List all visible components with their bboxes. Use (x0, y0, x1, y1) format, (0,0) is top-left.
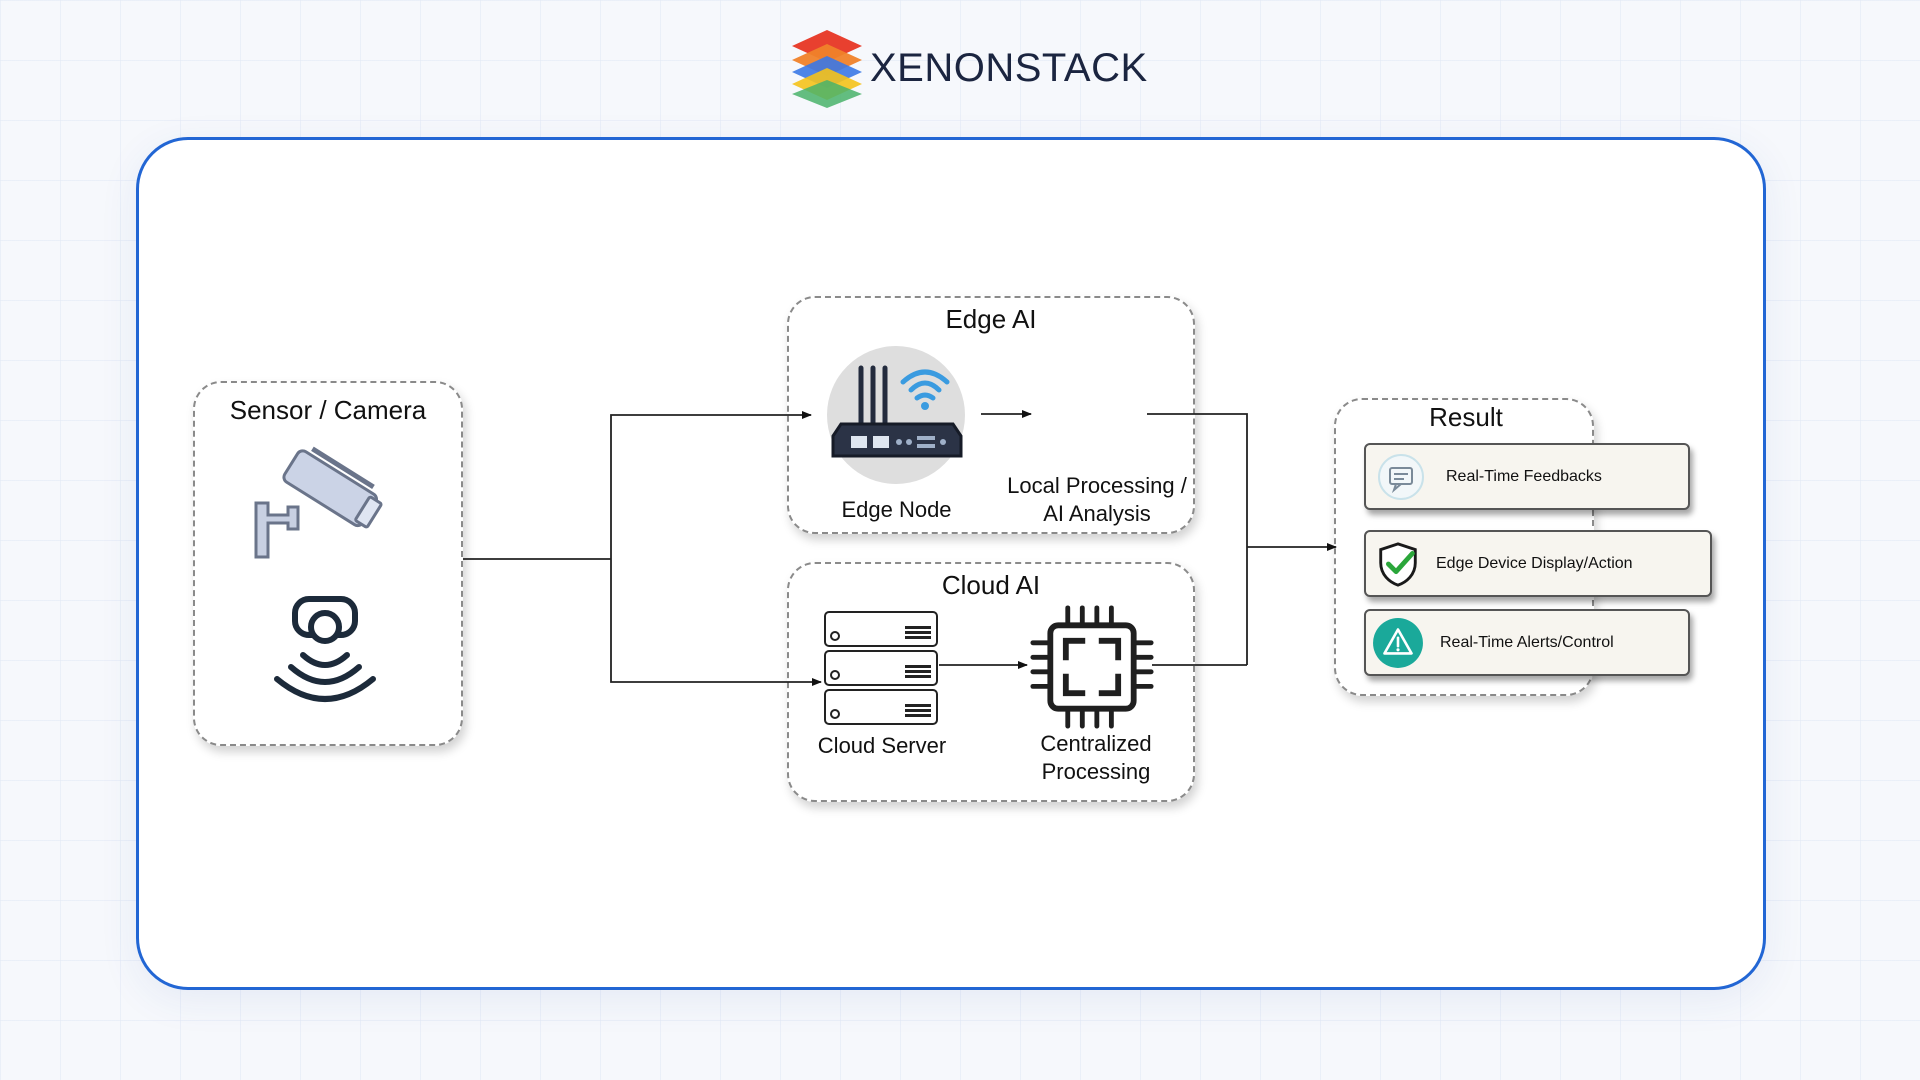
local-processing-line1: Local Processing / (1007, 473, 1187, 498)
warning-icon (1373, 617, 1423, 668)
result-item-label: Real-Time Alerts/Control (1440, 633, 1614, 651)
cloud-ai-group: Cloud AI Cloud Server Centralized Proces… (787, 562, 1195, 802)
result-item-label: Real-Time Feedbacks (1446, 467, 1602, 485)
result-item-display-action: Edge Device Display/Action (1364, 530, 1712, 597)
edge-ai-title: Edge AI (945, 304, 1037, 334)
feedback-icon (1378, 453, 1424, 500)
edge-node-label: Edge Node (841, 497, 952, 522)
motion-sensor-icon (274, 596, 376, 702)
cloud-server-icon (824, 611, 938, 725)
local-processing-line2: AI Analysis (1043, 501, 1151, 526)
local-processing-label: Local Processing / AI Analysis (997, 472, 1197, 528)
result-item-label: Edge Device Display/Action (1436, 554, 1633, 572)
edge-ai-group: Edge AI Edge Node Local Processing / AI … (787, 296, 1195, 534)
result-title: Result (1429, 402, 1503, 432)
sensor-camera-title: Sensor / Camera (229, 395, 427, 425)
result-item-alerts-control: Real-Time Alerts/Control (1364, 609, 1690, 676)
result-item-feedbacks: Real-Time Feedbacks (1364, 443, 1690, 510)
brand-logo: XENONSTACK (788, 26, 1148, 110)
cpu-chip-icon (1030, 605, 1154, 729)
cloud-ai-title: Cloud AI (941, 570, 1041, 600)
centralized-processing-line2: Processing (1041, 759, 1151, 784)
centralized-processing-label: Centralized Processing (1011, 730, 1181, 786)
centralized-processing-line1: Centralized (1040, 731, 1152, 756)
security-camera-icon (254, 446, 383, 559)
edge-node-icon-bg (827, 346, 965, 484)
cloud-server-label: Cloud Server (817, 733, 947, 758)
sensor-camera-group: Sensor / Camera (193, 381, 463, 746)
xenonstack-logo-icon (792, 30, 862, 108)
shield-check-icon (1379, 541, 1417, 587)
edge-router-icon (831, 365, 963, 458)
brand-name: XENONSTACK (870, 45, 1148, 90)
